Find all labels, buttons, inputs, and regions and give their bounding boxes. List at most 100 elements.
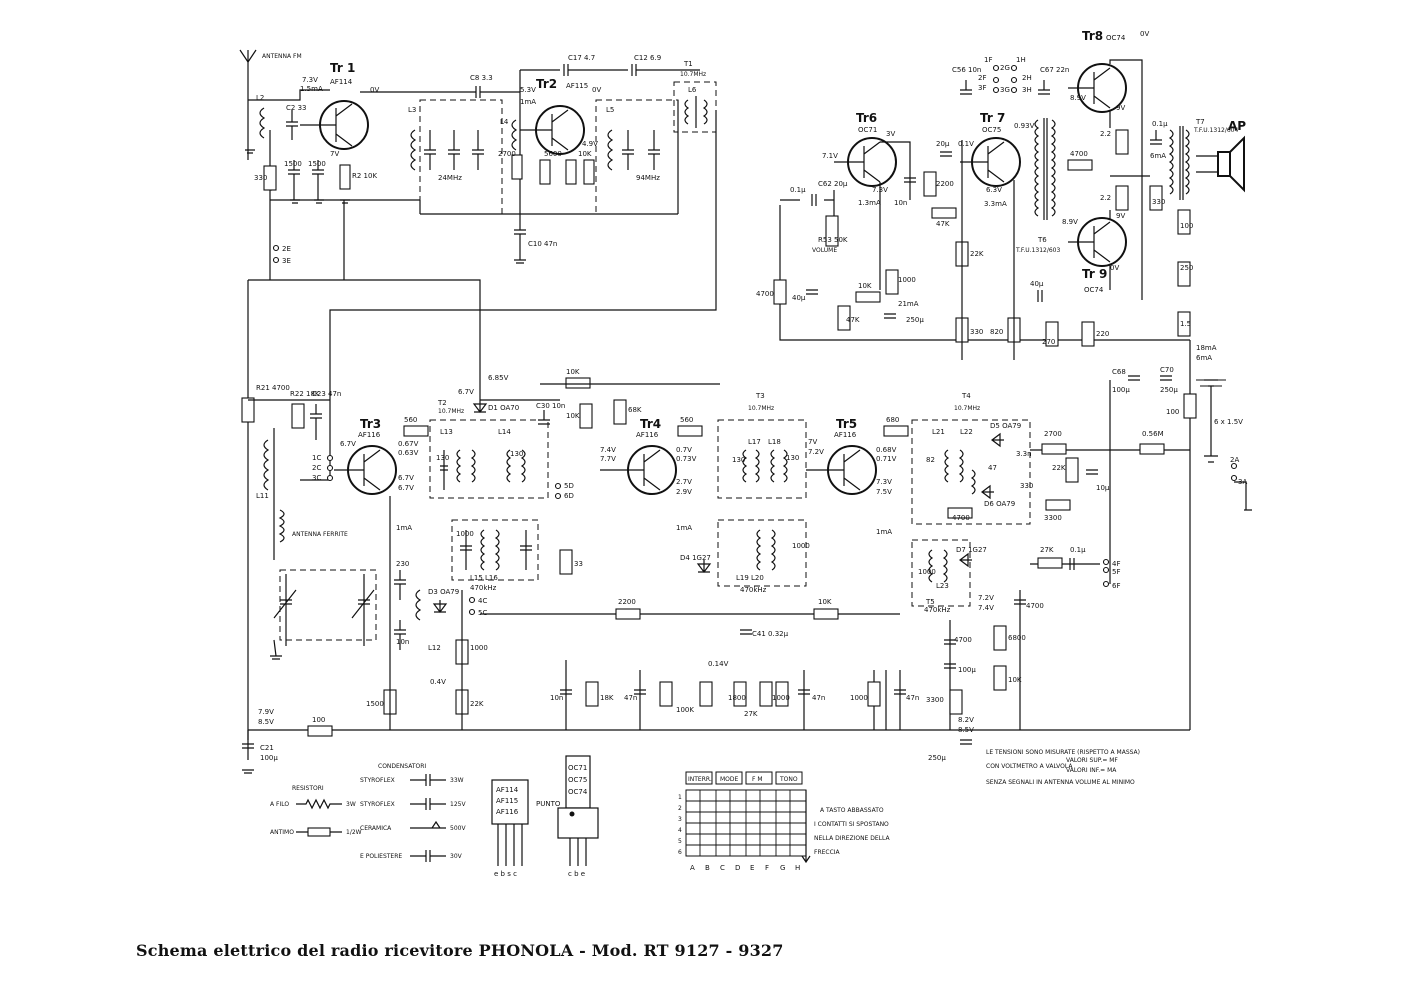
tr8-type: OC74 [1106,34,1126,42]
svg-text:5: 5 [678,838,682,845]
svg-text:47: 47 [988,464,997,472]
svg-text:C10 47n: C10 47n [528,240,557,248]
svg-text:27K: 27K [744,710,758,718]
tr5-type: AF116 [834,431,857,439]
svg-text:TONO: TONO [779,776,798,783]
svg-text:3.3n: 3.3n [1016,450,1032,458]
svg-text:C56 10n: C56 10n [952,66,981,74]
svg-text:L3: L3 [408,106,416,114]
svg-text:1500: 1500 [366,700,384,708]
svg-text:C62 20μ: C62 20μ [818,180,848,188]
antenna-fm-icon [239,49,257,90]
svg-text:2200: 2200 [618,598,636,606]
svg-text:4700: 4700 [952,514,970,522]
svg-text:1mA: 1mA [520,98,536,106]
svg-text:6.85V: 6.85V [488,374,509,382]
legend-components: RESISTORI A FILO 3W ANTIMO 1/2W CONDENSA… [270,763,466,862]
svg-text:PUNTO: PUNTO [536,800,561,808]
svg-text:33W: 33W [450,777,464,784]
svg-text:100μ: 100μ [260,754,278,762]
svg-text:R53 50K: R53 50K [818,236,848,244]
svg-text:130: 130 [510,450,523,458]
speaker-icon [1196,135,1245,193]
svg-text:6mA: 6mA [1196,354,1212,362]
svg-text:SENZA SEGNALI IN ANTENNA VOLUM: SENZA SEGNALI IN ANTENNA VOLUME AL MINIM… [986,779,1135,786]
svg-text:47n: 47n [906,694,919,702]
svg-text:0V: 0V [1140,30,1149,38]
svg-text:3C: 3C [312,474,321,482]
svg-text:100: 100 [312,716,325,724]
svg-text:6.7V: 6.7V [398,474,414,482]
svg-text:0.71V: 0.71V [876,455,897,463]
svg-text:7.3V: 7.3V [876,478,892,486]
svg-text:220: 220 [1096,330,1109,338]
svg-text:7.3V: 7.3V [302,76,318,84]
svg-text:1000: 1000 [918,568,936,576]
transistor-pinout: AF114 AF115 AF116 e b s c OC71 OC75 OC74… [491,755,599,878]
tr6-label: Tr6 [856,111,877,125]
svg-text:L4: L4 [500,118,509,126]
tr3-type: AF116 [358,431,381,439]
svg-text:STYROFLEX: STYROFLEX [360,777,395,784]
svg-text:2.2: 2.2 [1100,194,1111,202]
svg-text:3G: 3G [1000,86,1010,94]
svg-text:C30 10n: C30 10n [536,402,565,410]
svg-text:T3: T3 [755,392,765,400]
svg-text:330: 330 [1020,482,1033,490]
svg-text:H: H [795,864,800,872]
svg-text:10K: 10K [578,150,592,158]
svg-text:L13: L13 [440,428,453,436]
svg-text:D4 1G27: D4 1G27 [680,554,711,562]
svg-text:7.5V: 7.5V [876,488,892,496]
svg-text:68K: 68K [628,406,642,414]
svg-text:1mA: 1mA [396,524,412,532]
fm-tuner-section: ANTENNA FM 330 L2 Tr 1 AF114 7.3V 1.5mA … [239,49,717,481]
svg-text:10n: 10n [396,638,409,646]
svg-text:ANTENNA FERRITE: ANTENNA FERRITE [292,531,348,538]
svg-text:0.68V: 0.68V [876,446,897,454]
switch-grid [686,790,806,856]
svg-text:0.14V: 0.14V [708,660,729,668]
svg-text:10K: 10K [566,368,580,376]
svg-text:T7: T7 [1195,118,1205,126]
svg-text:33: 33 [574,560,583,568]
svg-text:0.63V: 0.63V [398,449,419,457]
svg-text:125V: 125V [450,801,466,808]
svg-text:2700: 2700 [498,150,516,158]
svg-text:680: 680 [886,416,899,424]
svg-text:0V: 0V [370,86,379,94]
svg-text:5600: 5600 [544,150,562,158]
svg-text:INTERR.: INTERR. [688,776,712,783]
l3-tank-box [419,99,503,215]
svg-text:VALORI INF.= MA: VALORI INF.= MA [1066,767,1117,774]
svg-text:2700: 2700 [1044,430,1062,438]
tr3-label: Tr3 [360,417,381,431]
svg-text:AF114: AF114 [496,786,519,794]
svg-text:270: 270 [1042,338,1055,346]
svg-text:D6 OA79: D6 OA79 [984,500,1015,508]
tr6-type: OC71 [858,126,877,134]
svg-text:94MHz: 94MHz [636,174,660,182]
svg-text:C21: C21 [260,744,274,752]
svg-text:100: 100 [1166,408,1179,416]
svg-text:2G: 2G [1000,64,1010,72]
svg-text:22K: 22K [470,700,484,708]
svg-text:230: 230 [396,560,409,568]
svg-text:T6: T6 [1037,236,1047,244]
svg-text:R22 18K: R22 18K [290,390,320,398]
svg-text:C67 22n: C67 22n [1040,66,1069,74]
svg-text:4: 4 [678,827,682,834]
tr2-label: Tr2 [536,77,557,91]
svg-text:VALORI SUP.= MF: VALORI SUP.= MF [1066,757,1118,764]
svg-text:1: 1 [678,794,682,801]
switch-bank: INTERR. MODE F M TONO 1 2 3 4 5 6 A B C … [678,771,890,872]
svg-text:8.9V: 8.9V [1062,218,1078,226]
tr4-label: Tr4 [640,417,661,431]
svg-text:C68: C68 [1112,368,1126,376]
svg-text:3F: 3F [978,84,986,92]
svg-text:1.5mA: 1.5mA [300,85,323,93]
svg-text:A: A [690,864,695,872]
svg-text:18K: 18K [600,694,614,702]
svg-text:5C: 5C [478,609,487,617]
